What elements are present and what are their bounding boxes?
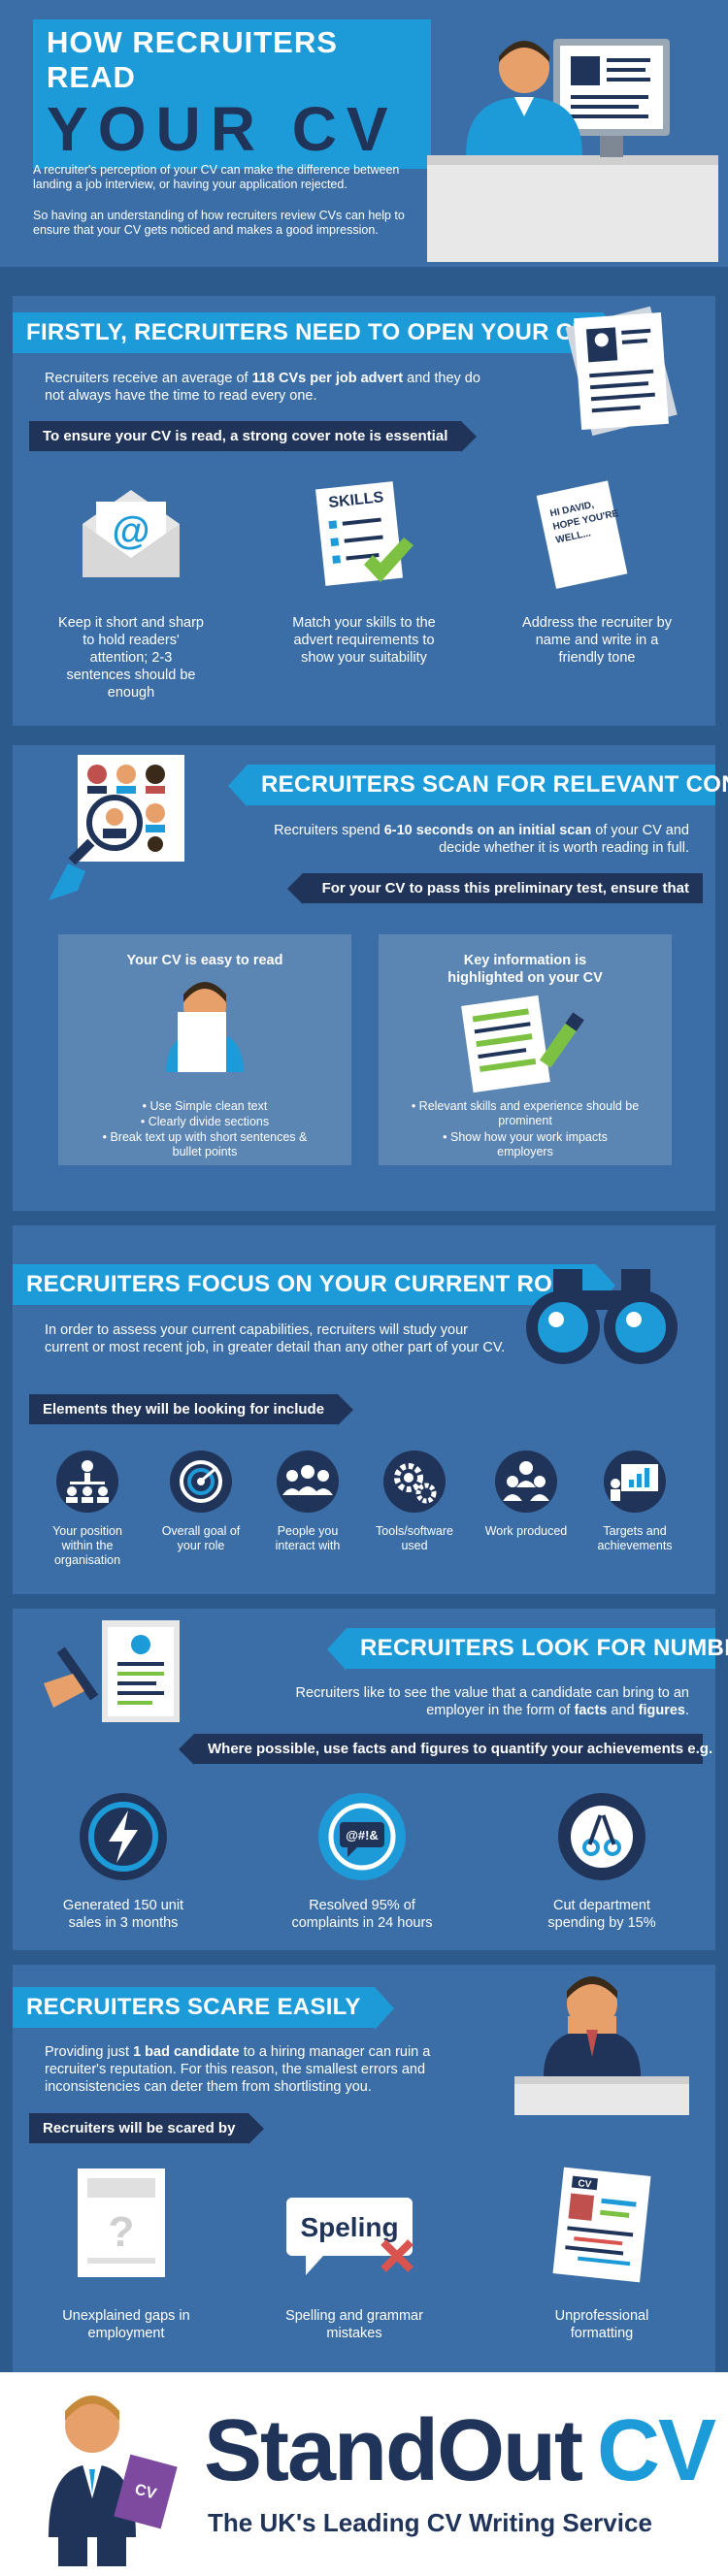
speech-bubble-glyph: @#!& — [328, 1803, 396, 1871]
role-element-caption-5: Work produced — [484, 1524, 568, 1538]
section-2-text: Recruiters spend 6-10 seconds on an init… — [274, 823, 689, 856]
highlighter-document-icon — [461, 995, 584, 1093]
title-line-2: YOUR CV — [47, 94, 398, 164]
section-4-title: RECRUITERS LOOK FOR NUMBERS — [327, 1628, 728, 1671]
section-3-text: In order to assess your current capabili… — [45, 1322, 506, 1355]
brand-name: StandOut — [204, 2402, 583, 2499]
note-icon: HI DAVID, HOPE YOU'RE WELL... — [536, 480, 628, 589]
numbers-caption-2: Resolved 95% of complaints in 24 hours — [291, 1898, 433, 1931]
svg-text:CV: CV — [133, 2481, 158, 2502]
numbers-caption-3: Cut department spending by 15% — [547, 1898, 656, 1931]
section-4-text: Recruiters like to see the value that a … — [295, 1685, 689, 1718]
role-element-caption-4: Tools/software used — [376, 1524, 453, 1552]
section-5-title: RECRUITERS SCARE EASILY — [13, 1987, 394, 2030]
easy-to-read-bullet-3: • Break text up with short sentences & b… — [102, 1130, 308, 1158]
numbers-caption-1: Generated 150 unit sales in 3 months — [62, 1898, 184, 1931]
section-2-band: For your CV to pass this preliminary tes… — [287, 873, 703, 904]
target-glyph — [180, 1460, 222, 1503]
role-element-caption-2: Overall goal of your role — [161, 1524, 241, 1552]
easy-to-read-box: Your CV is easy to read • Use Simple cle… — [58, 934, 351, 1165]
section-1-band: To ensure your CV is read, a strong cove… — [29, 421, 478, 452]
team-glyph — [503, 1461, 549, 1501]
section-2-title: RECRUITERS SCAN FOR RELEVANT CONTENT — [228, 765, 728, 807]
section-5-band: Recruiters will be scared by — [29, 2113, 265, 2144]
easy-to-read-bullet-2: • Clearly divide sections — [140, 1115, 270, 1128]
section-5-text: Providing just 1 bad candidate to a hiri… — [45, 2044, 431, 2095]
section-1-title: FIRSTLY, RECRUITERS NEED TO OPEN YOUR CV — [13, 312, 622, 355]
svg-text:SKILLS: SKILLS — [328, 489, 385, 511]
svg-text:@: @ — [112, 509, 149, 552]
key-info-box: Key information is highlighted on your C… — [379, 934, 672, 1165]
svg-text:Speling: Speling — [300, 2212, 398, 2242]
key-info-title: Key information is highlighted on your C… — [447, 953, 603, 986]
spelling-icon: Speling — [286, 2198, 414, 2275]
person-reading-icon — [166, 982, 244, 1072]
cover-note-caption-1: Keep it short and sharp to hold readers'… — [58, 615, 204, 701]
binoculars-icon — [526, 1269, 678, 1364]
header-title-block: HOW RECRUITERS READ YOUR CV — [33, 19, 431, 169]
skills-checklist-icon: SKILLS — [314, 481, 414, 586]
messy-cv-icon: CV — [552, 2167, 651, 2283]
scare-caption-1: Unexplained gaps in employment — [62, 2308, 190, 2341]
brand-cv: CV — [596, 2402, 716, 2499]
easy-to-read-title: Your CV is easy to read — [126, 953, 283, 968]
org-chart-glyph — [66, 1460, 109, 1503]
cover-note-caption-2: Match your skills to the advert requirem… — [292, 615, 436, 666]
section-4-band: Where possible, use facts and figures to… — [179, 1734, 712, 1765]
lightning-glyph — [88, 1802, 158, 1872]
scissors-glyph — [571, 1806, 633, 1868]
role-element-caption-3: People you interact with — [275, 1524, 341, 1552]
key-info-bullet-2: • Show how your work impacts employers — [443, 1130, 608, 1158]
presentation-glyph — [611, 1464, 658, 1501]
question-doc-icon: ? — [78, 2168, 165, 2277]
cv-clipboard-pen-icon — [44, 1620, 180, 1722]
worried-recruiter-icon — [514, 1976, 689, 2115]
svg-text:CV: CV — [578, 2178, 592, 2190]
gears-icon — [383, 1451, 446, 1513]
intro-paragraph-2: So having an understanding of how recrui… — [33, 209, 405, 237]
role-element-caption-1: Your position within the organisation — [52, 1524, 122, 1567]
easy-to-read-bullet-1: • Use Simple clean text — [142, 1099, 268, 1113]
people-icon — [277, 1451, 339, 1513]
cv-documents-icon — [565, 306, 678, 437]
section-1-text: Recruiters receive an average of 118 CVs… — [45, 371, 480, 404]
svg-text:?: ? — [109, 2208, 135, 2256]
people-glyph — [282, 1465, 333, 1495]
cover-note-caption-3: Address the recruiter by name and write … — [522, 615, 672, 666]
intro-paragraph-1: A recruiter's perception of your CV can … — [33, 163, 400, 191]
role-element-caption-6: Targets and achievements — [597, 1524, 673, 1552]
scare-caption-3: Unprofessional formatting — [554, 2308, 649, 2341]
key-info-bullet-1: • Relevant skills and experience should … — [411, 1099, 640, 1127]
cv-magnifier-icon — [49, 755, 184, 900]
brand-tagline: The UK's Leading CV Writing Service — [208, 2508, 652, 2537]
title-line-1: HOW RECRUITERS READ — [47, 25, 338, 94]
mascot-icon: CV — [49, 2396, 178, 2566]
header: HOW RECRUITERS READ YOUR CV A recruiter'… — [0, 0, 728, 267]
gears-glyph — [394, 1463, 437, 1504]
envelope-at-icon: @ — [83, 490, 180, 577]
section-3-title: RECRUITERS FOCUS ON YOUR CURRENT ROLE — [13, 1264, 616, 1307]
scare-caption-2: Spelling and grammar mistakes — [285, 2308, 423, 2341]
section-3-band: Elements they will be looking for includ… — [29, 1394, 354, 1425]
recruiter-at-desk-icon — [427, 39, 718, 262]
svg-text:@#!&: @#!& — [346, 1828, 379, 1842]
